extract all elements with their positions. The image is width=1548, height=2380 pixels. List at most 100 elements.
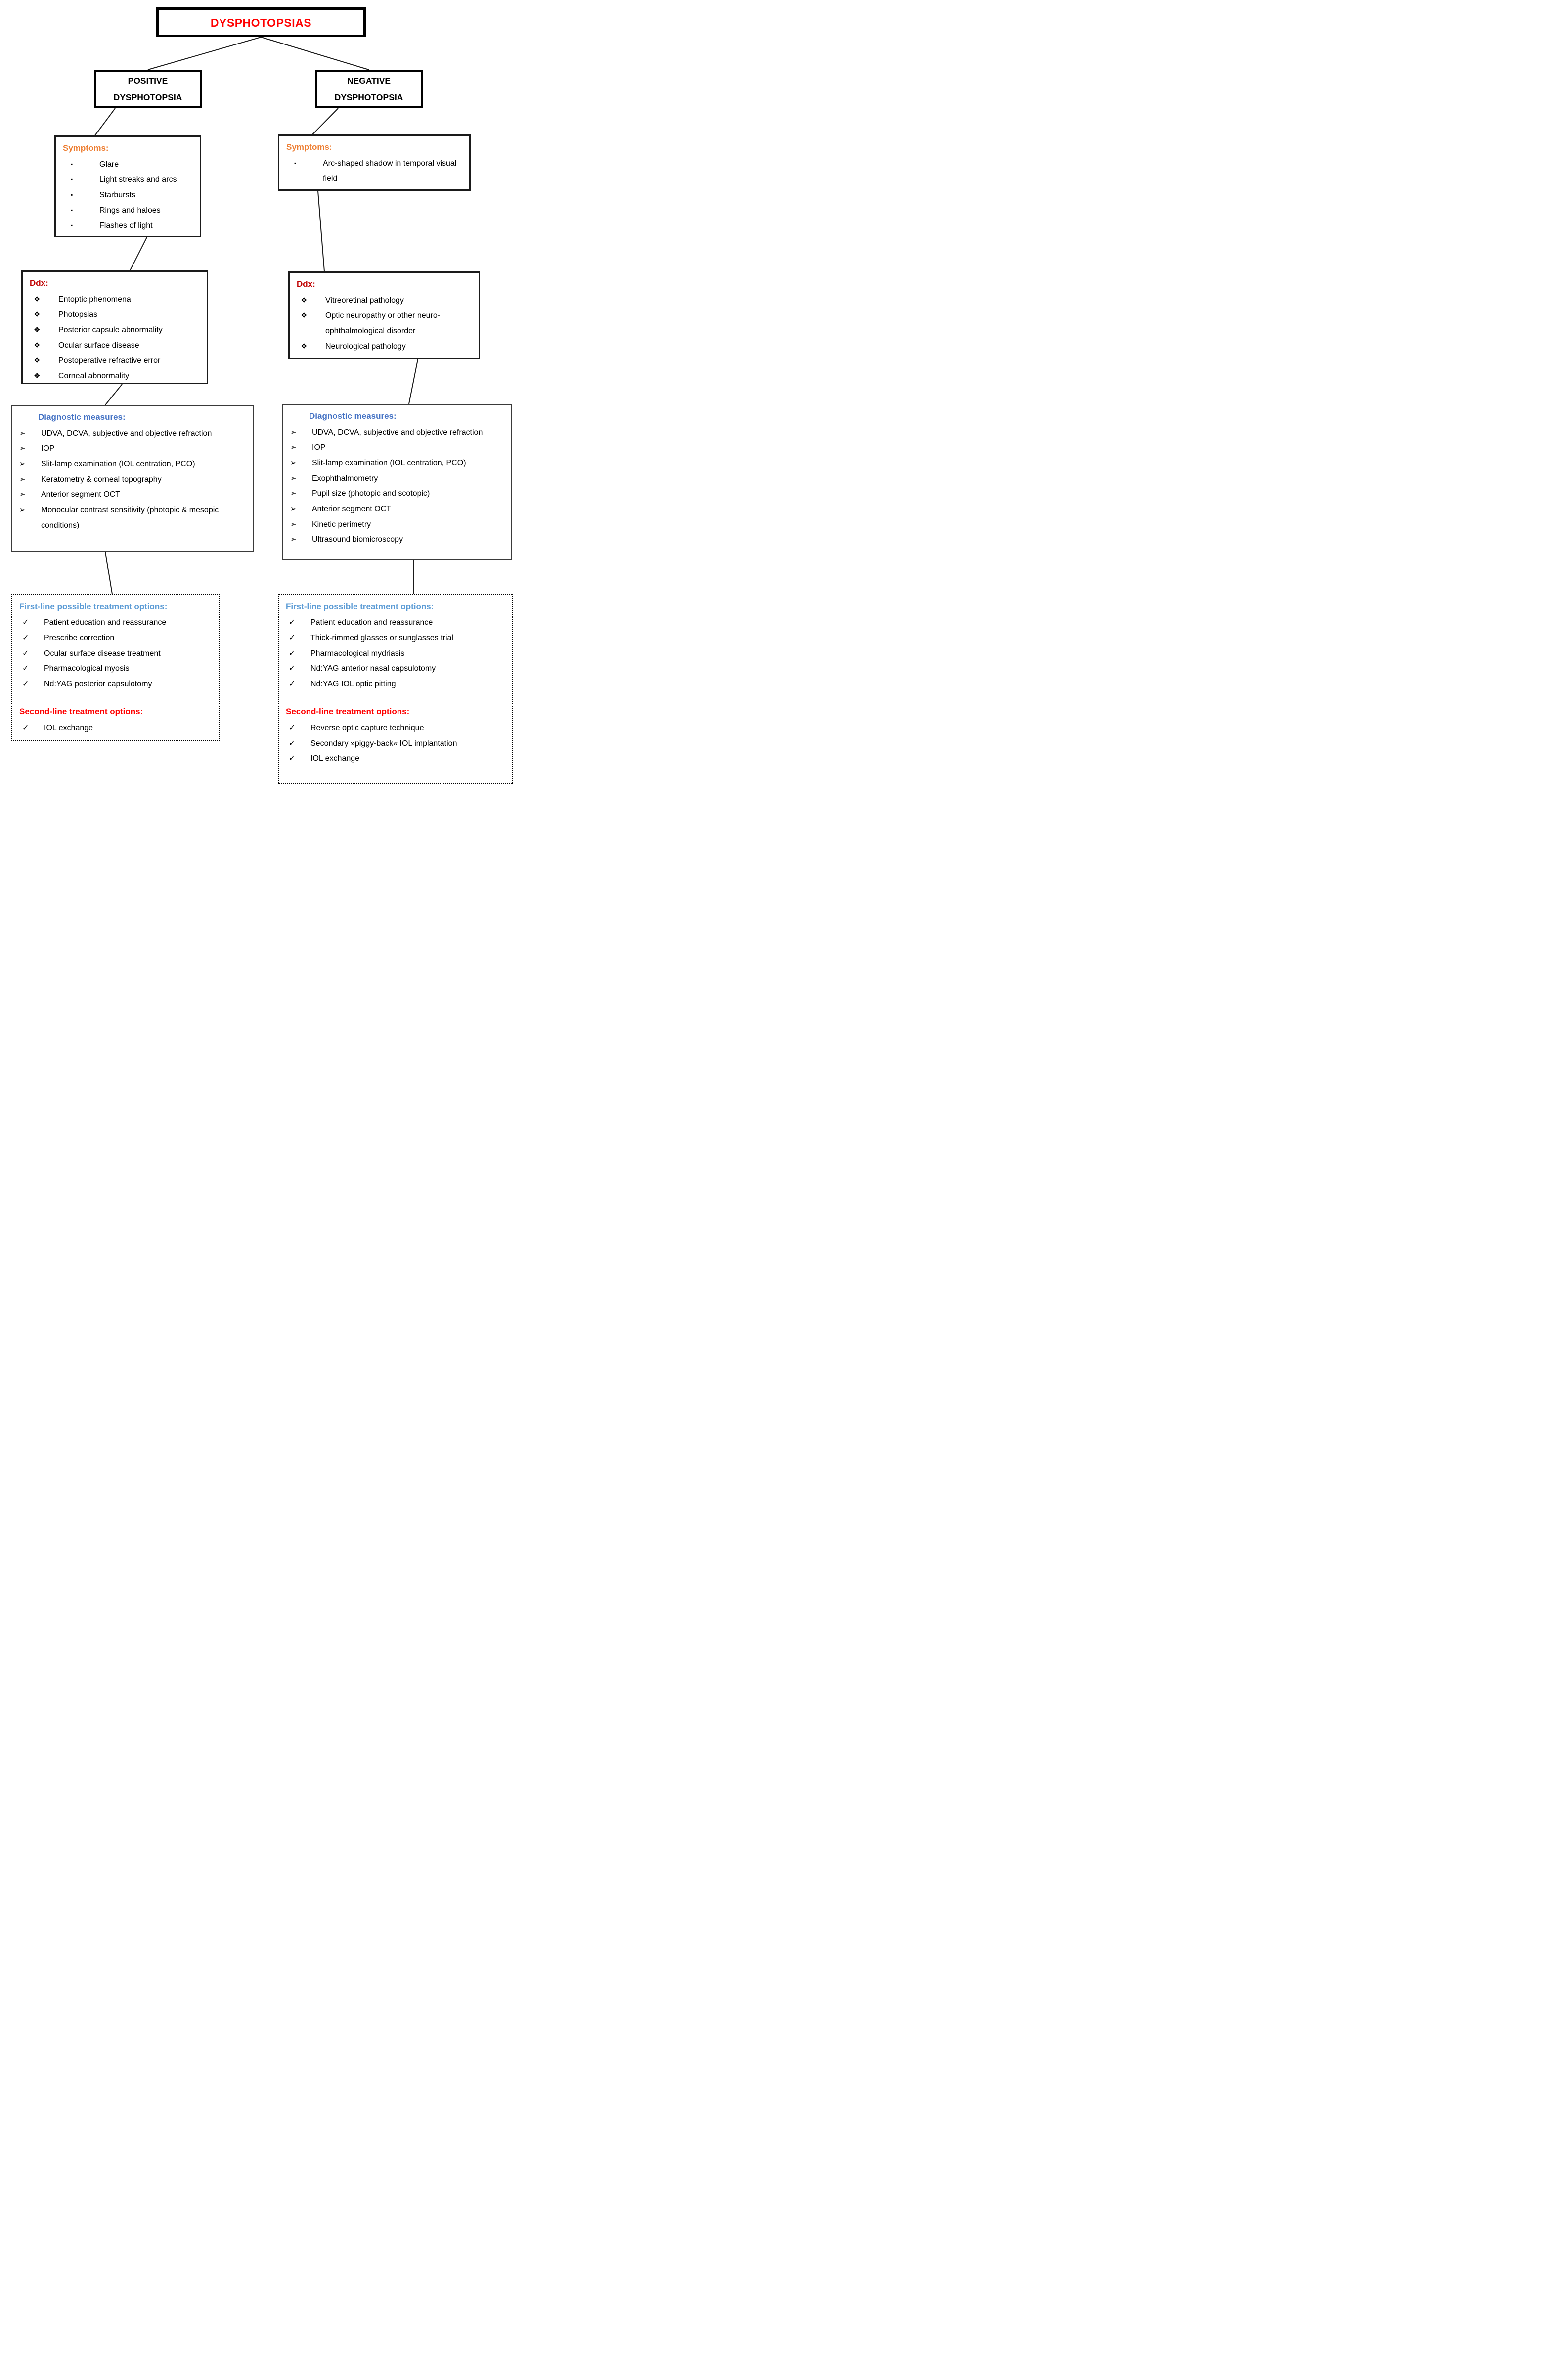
negative-treatment-box: First-line possible treatment options: ✓… [278,594,513,784]
list-item-text: Ultrasound biomicroscopy [312,535,403,544]
list-item: ✓ Thick-rimmed glasses or sunglasses tri… [279,630,512,646]
positive-firstline-heading: First-line possible treatment options: [19,602,168,611]
list-item: ➢ Slit-lamp examination (IOL centration,… [283,455,511,471]
square-bullet-icon: ▪ [71,207,73,214]
negative-firstline-list: ✓ Patient education and reassurance ✓ Th… [279,615,512,692]
list-item-text: Postoperative refractive error [58,356,161,365]
title-box: DYSPHOTOPSIAS [156,7,366,37]
list-item: ✓ Pharmacological mydriasis [279,646,512,661]
list-item-text: Pupil size (photopic and scotopic) [312,489,430,498]
checkmark-bullet-icon: ✓ [289,649,296,658]
positive-label-line1: POSITIVE [128,76,168,86]
list-item: ✓ IOL exchange [12,720,219,736]
list-item-text: Reverse optic capture technique [310,724,424,732]
list-item: ➢ Keratometry & corneal topography [12,472,253,487]
positive-secondline-list: ✓ IOL exchange [12,720,219,736]
list-item: ▪ Starbursts [56,187,200,203]
list-item-text: Anterior segment OCT [312,505,392,513]
checkmark-bullet-icon: ✓ [22,618,29,627]
list-item-text: Patient education and reassurance [310,618,433,627]
list-item-text: UDVA, DCVA, subjective and objective ref… [41,429,212,438]
connector-positive-symptoms [94,108,116,136]
list-item: ❖ Ocular surface disease [23,338,207,353]
diamond-bullet-icon: ❖ [301,342,308,351]
list-item-text: Ocular surface disease treatment [44,649,161,658]
list-item-text: Optic neuropathy or other neuro-ophthalm… [325,311,441,335]
list-item-text: Pharmacological mydriasis [310,649,405,658]
positive-symptoms-box: Symptoms: ▪ Glare ▪ Light streaks and ar… [54,135,201,237]
list-item-text: Nd:YAG IOL optic pitting [310,680,396,688]
square-bullet-icon: ▪ [294,160,297,167]
list-item-text: IOP [41,444,55,453]
negative-ddx-heading: Ddx: [297,279,315,289]
negative-symptoms-box: Symptoms: ▪ Arc-shaped shadow in tempora… [278,134,471,191]
negative-diagnostics-heading: Diagnostic measures: [309,411,397,421]
arrowhead-bullet-icon: ➢ [19,506,26,514]
positive-dysphotopsia-box: POSITIVE DYSPHOTOPSIA [94,70,202,108]
checkmark-bullet-icon: ✓ [289,680,296,688]
list-item: ▪ Flashes of light [56,218,200,233]
list-item: ❖ Posterior capsule abnormality [23,322,207,338]
list-item: ➢ Slit-lamp examination (IOL centration,… [12,456,253,472]
list-item: ✓ Pharmacological myosis [12,661,219,676]
list-item-text: Thick-rimmed glasses or sunglasses trial [310,634,453,642]
checkmark-bullet-icon: ✓ [289,739,296,748]
square-bullet-icon: ▪ [71,176,73,183]
list-item: ➢ Monocular contrast sensitivity (photop… [12,502,253,533]
dysphotopsias-flowchart: DYSPHOTOPSIAS POSITIVE DYSPHOTOPSIA NEGA… [0,0,516,793]
list-item-text: Photopsias [58,310,98,319]
negative-ddx-box: Ddx: ❖ Vitreoretinal pathology ❖ Optic n… [288,271,480,359]
list-item: ❖ Postoperative refractive error [23,353,207,368]
checkmark-bullet-icon: ✓ [22,649,29,658]
list-item: ✓ Patient education and reassurance [279,615,512,630]
list-item: ▪ Rings and haloes [56,203,200,218]
arrowhead-bullet-icon: ➢ [19,460,26,468]
list-item: ▪ Light streaks and arcs [56,172,200,187]
negative-secondline-list: ✓ Reverse optic capture technique ✓ Seco… [279,720,512,766]
page-title: DYSPHOTOPSIAS [210,16,312,29]
list-item-text: Slit-lamp examination (IOL centration, P… [312,459,466,467]
diamond-bullet-icon: ❖ [34,341,41,350]
list-item: ➢ Pupil size (photopic and scotopic) [283,486,511,501]
arrowhead-bullet-icon: ➢ [290,428,297,437]
arrowhead-bullet-icon: ➢ [290,459,297,467]
list-item: ➢ UDVA, DCVA, subjective and objective r… [283,425,511,440]
positive-symptoms-list: ▪ Glare ▪ Light streaks and arcs ▪ Starb… [56,157,200,233]
checkmark-bullet-icon: ✓ [289,754,296,763]
arrowhead-bullet-icon: ➢ [290,520,297,529]
square-bullet-icon: ▪ [71,161,73,168]
positive-treatment-box: First-line possible treatment options: ✓… [11,594,220,741]
list-item-text: Corneal abnormality [58,372,130,380]
negative-ddx-list: ❖ Vitreoretinal pathology ❖ Optic neurop… [290,293,479,354]
negative-diagnostics-list: ➢ UDVA, DCVA, subjective and objective r… [283,425,511,547]
diamond-bullet-icon: ❖ [301,296,308,305]
list-item: ➢ Anterior segment OCT [283,501,511,517]
list-item-text: Neurological pathology [325,342,406,351]
connector-symptoms-ddx-right [317,190,325,272]
list-item: ✓ Nd:YAG IOL optic pitting [279,676,512,692]
list-item-text: IOL exchange [44,724,93,732]
positive-ddx-box: Ddx: ❖ Entoptic phenomena ❖ Photopsias ❖… [21,270,208,384]
checkmark-bullet-icon: ✓ [22,664,29,673]
positive-diagnostics-box: Diagnostic measures: ➢ UDVA, DCVA, subje… [11,405,254,552]
list-item-text: Arc-shaped shadow in temporal visual fie… [323,159,457,183]
positive-diagnostics-list: ➢ UDVA, DCVA, subjective and objective r… [12,426,253,533]
positive-secondline-heading: Second-line treatment options: [19,707,143,716]
list-item-text: Flashes of light [99,221,153,230]
connector-symptoms-ddx-left [130,237,147,271]
diamond-bullet-icon: ❖ [34,356,41,365]
diamond-bullet-icon: ❖ [34,295,41,304]
list-item: ❖ Corneal abnormality [23,368,207,384]
list-item-text: Rings and haloes [99,206,161,215]
arrowhead-bullet-icon: ➢ [290,474,297,483]
list-item-text: Entoptic phenomena [58,295,131,304]
list-item: ✓ Secondary »piggy-back« IOL implantatio… [279,736,512,751]
list-item-text: Secondary »piggy-back« IOL implantation [310,739,457,748]
connector-lines [94,37,418,595]
list-item: ➢ IOP [12,441,253,456]
connector-ddx-diag-right [408,359,418,404]
list-item-text: Ocular surface disease [58,341,139,350]
diamond-bullet-icon: ❖ [34,310,41,319]
checkmark-bullet-icon: ✓ [289,724,296,732]
checkmark-bullet-icon: ✓ [22,634,29,642]
